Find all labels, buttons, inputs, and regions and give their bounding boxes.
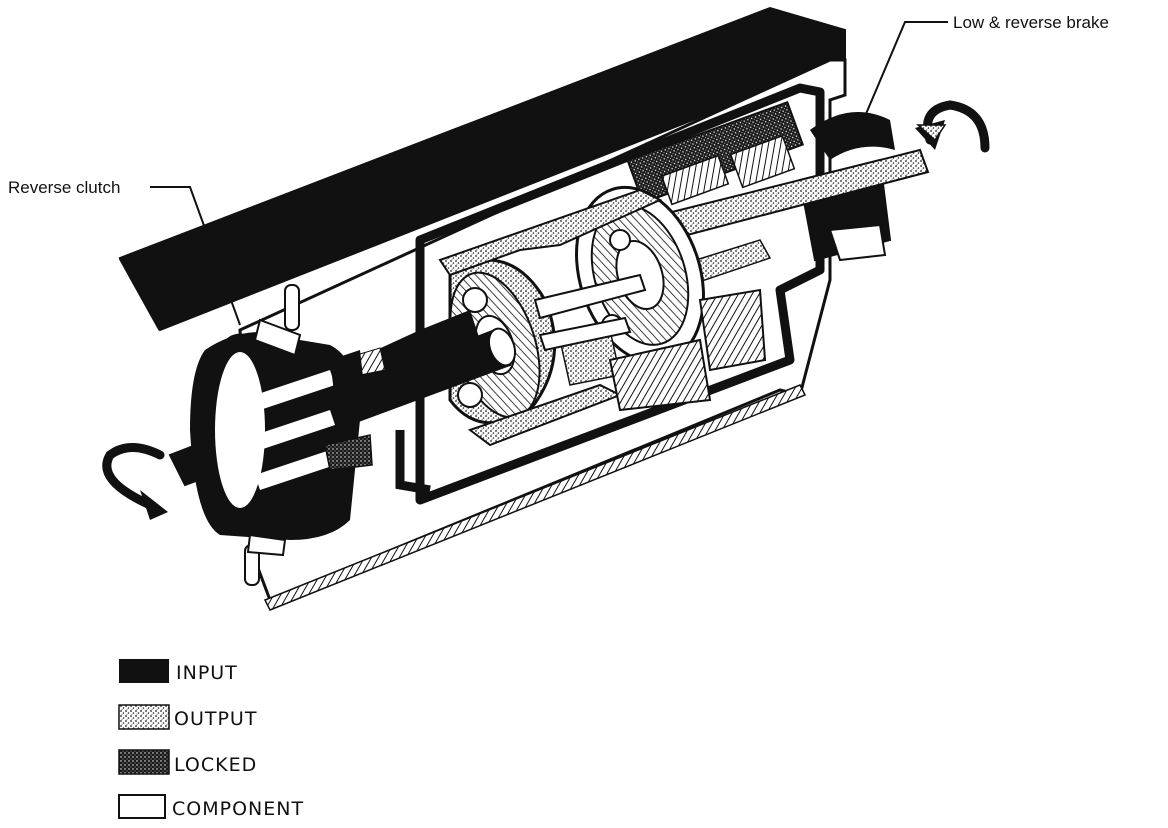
legend-swatch-input xyxy=(119,659,169,683)
curved-arrow-icon xyxy=(102,443,168,520)
intermediate-shafts xyxy=(533,273,647,352)
planetary-connecting-shell xyxy=(438,188,767,447)
legend-swatch-component xyxy=(118,794,166,819)
housing-support-posts xyxy=(244,284,302,586)
legend: INPUT OUTPUT LOCKED COMPONENT xyxy=(118,659,304,820)
callout-label-reverse-clutch: Reverse clutch xyxy=(8,178,120,197)
callout-label-low-reverse-brake: Low & reverse brake xyxy=(953,13,1109,32)
callout-low-reverse-brake: Low & reverse brake xyxy=(859,13,1109,129)
legend-swatch-locked xyxy=(118,749,170,775)
legend-label-component: COMPONENT xyxy=(172,798,304,820)
legend-item-locked: LOCKED xyxy=(118,749,257,776)
legend-item-input: INPUT xyxy=(119,659,238,684)
legend-label-locked: LOCKED xyxy=(174,754,257,776)
curved-arrow-icon xyxy=(915,100,990,153)
legend-item-output: OUTPUT xyxy=(118,704,257,730)
legend-label-input: INPUT xyxy=(176,662,238,684)
legend-label-output: OUTPUT xyxy=(174,708,257,730)
legend-item-component: COMPONENT xyxy=(118,794,304,820)
callout-reverse-clutch: Reverse clutch xyxy=(8,178,241,326)
legend-swatch-output xyxy=(118,704,170,730)
reverse-clutch-drum xyxy=(190,332,373,540)
